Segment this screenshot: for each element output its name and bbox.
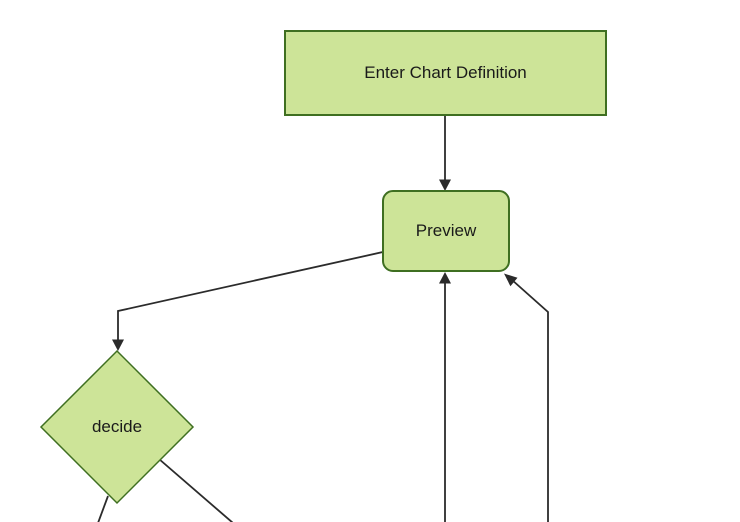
edge-decide-to-offscreen-left [97,495,109,522]
node-preview [382,190,510,272]
arrowhead-preview-corner-icon [504,273,518,287]
edge-preview-to-decide [117,251,384,341]
node-enter-chart-definition [284,30,607,116]
edge-offscreen-to-preview-corner [510,278,549,522]
node-decide [39,349,195,505]
edge-decide-to-offscreen-right [158,458,234,522]
arrowhead-preview-top-icon [439,179,451,191]
arrowhead-decide-top-icon [112,339,124,351]
arrowhead-preview-bottom-icon [439,272,451,284]
